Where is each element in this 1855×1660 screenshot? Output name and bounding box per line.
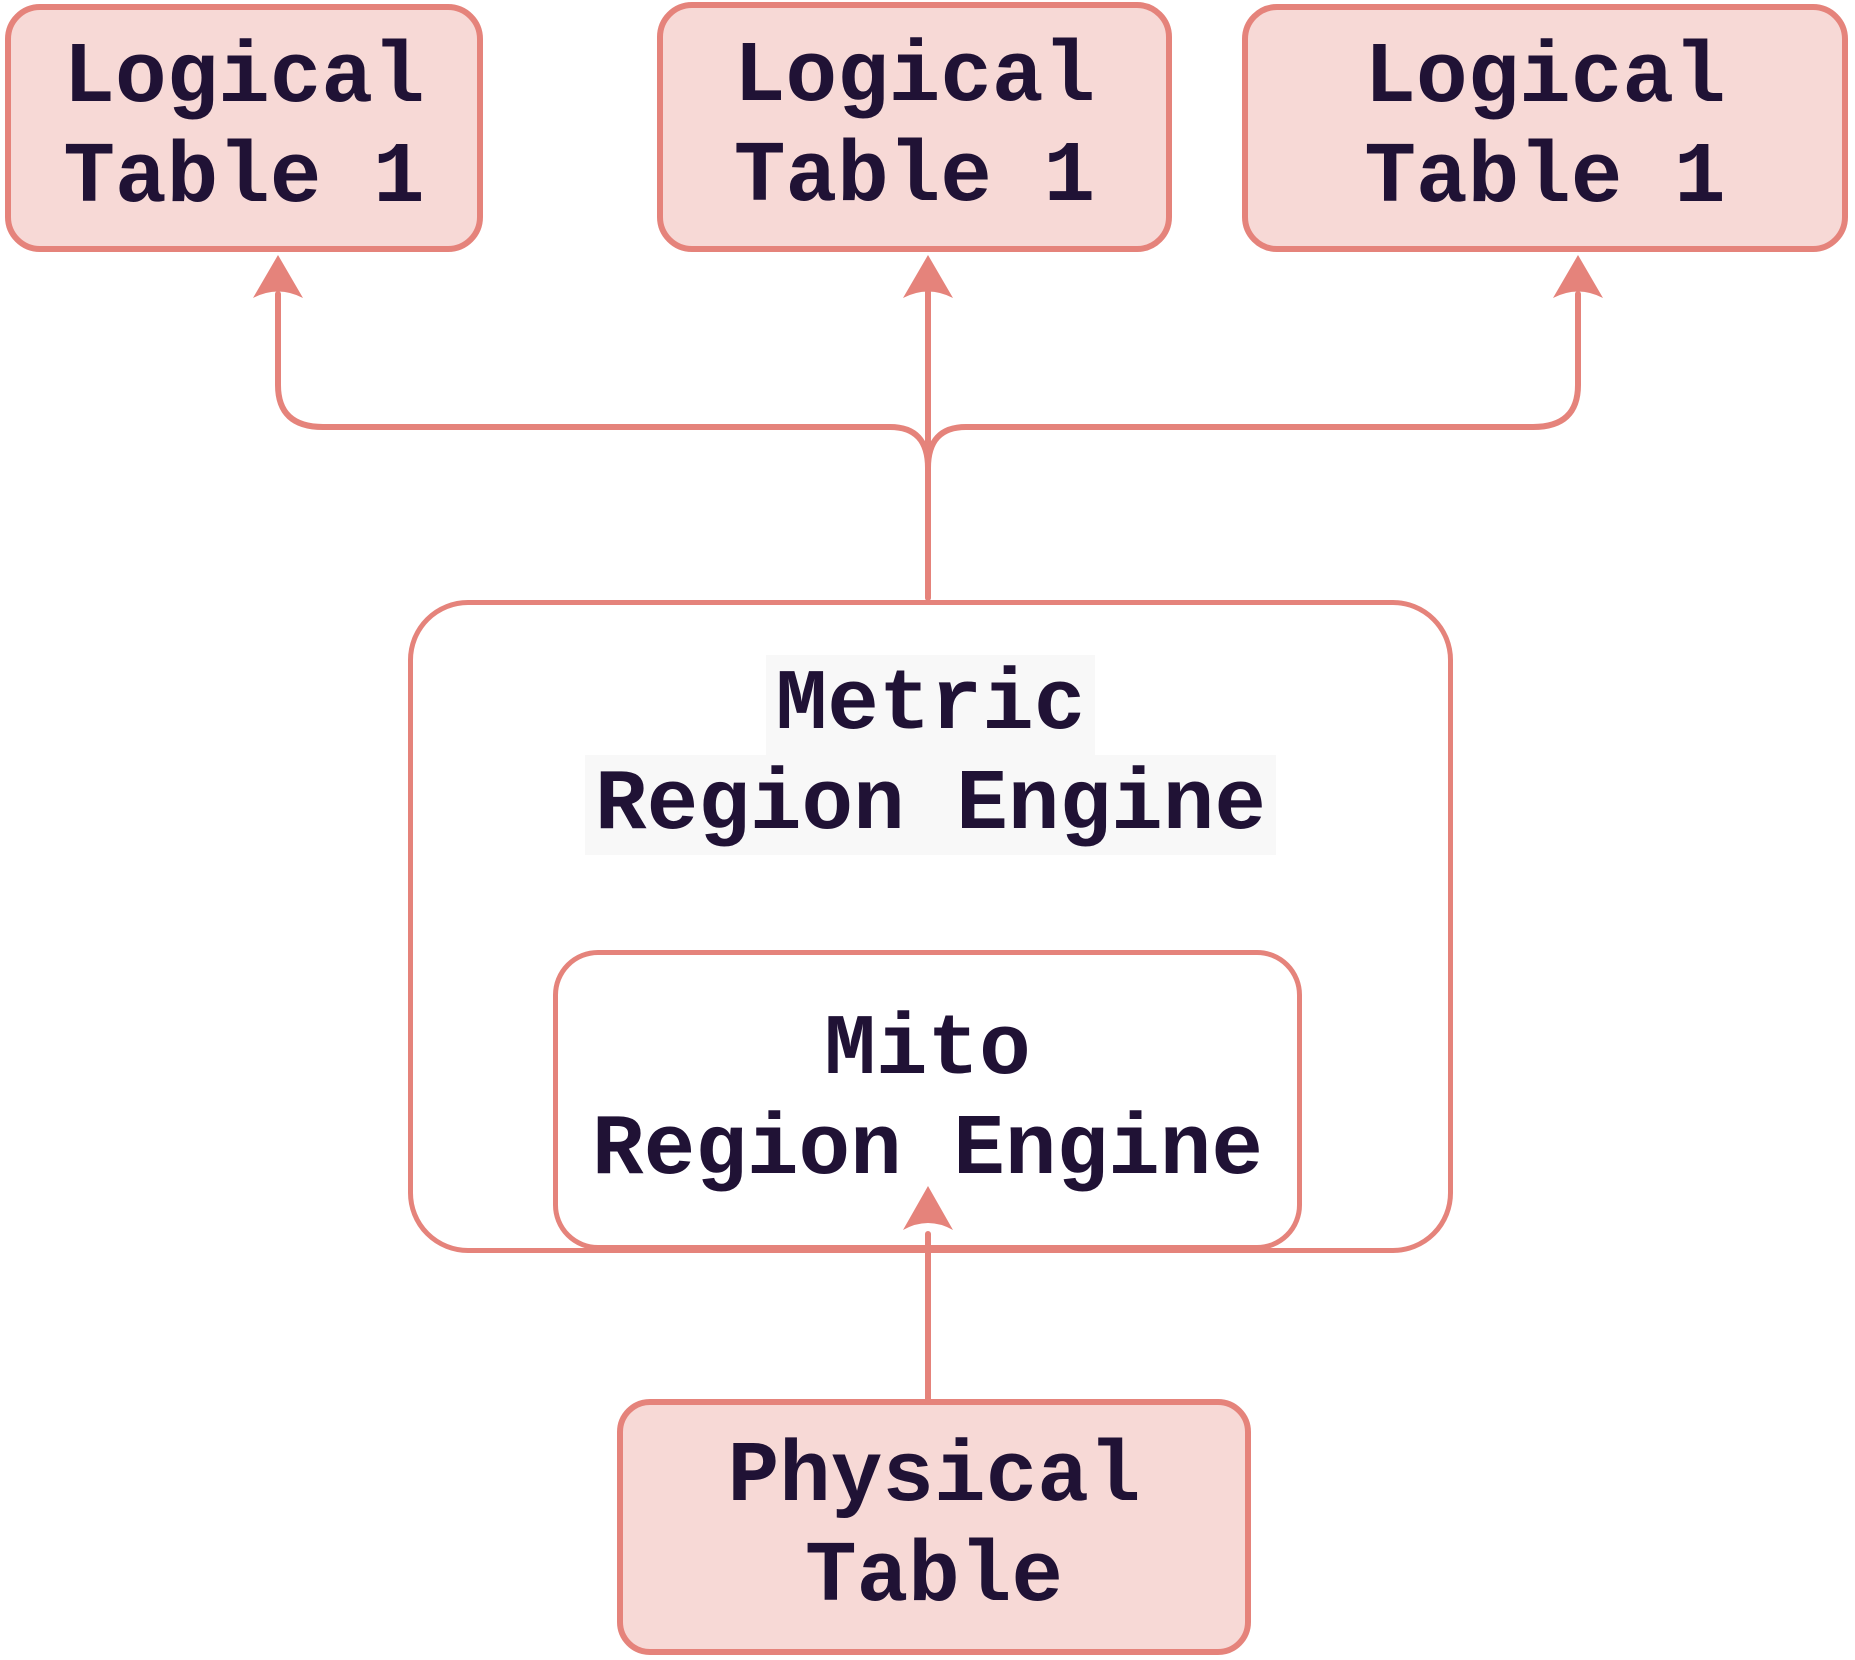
arrowhead-up-right — [1553, 255, 1603, 298]
arrowhead-up-left — [253, 255, 303, 298]
node-label-line: Logical — [1364, 29, 1726, 127]
edge-metric-to-logical-left — [275, 291, 931, 471]
arrowhead-up-middle — [903, 255, 953, 298]
edge-metric-to-logical-right — [925, 291, 1581, 471]
node-label-line: Logical — [733, 28, 1096, 126]
node-logical-table-middle: Logical Table 1 — [657, 2, 1172, 252]
node-logical-table-left: Logical Table 1 — [5, 4, 483, 252]
node-label-line: Table 1 — [1364, 129, 1726, 227]
node-label-line: Table 1 — [63, 129, 425, 227]
node-label-line: Table — [804, 1528, 1064, 1626]
node-mito-region-engine: Mito Region Engine — [553, 950, 1302, 1250]
node-physical-table: Physical Table — [617, 1399, 1251, 1655]
node-label-line: Mito — [824, 1001, 1031, 1099]
node-label-line: Logical — [63, 29, 425, 127]
node-label-line: Region Engine — [592, 1101, 1263, 1199]
node-label-line: Region Engine — [585, 755, 1276, 855]
node-label-line: Metric — [765, 655, 1096, 755]
node-logical-table-right: Logical Table 1 — [1242, 4, 1848, 252]
node-label-line: Table 1 — [733, 128, 1096, 226]
node-label-line: Physical — [727, 1428, 1141, 1526]
